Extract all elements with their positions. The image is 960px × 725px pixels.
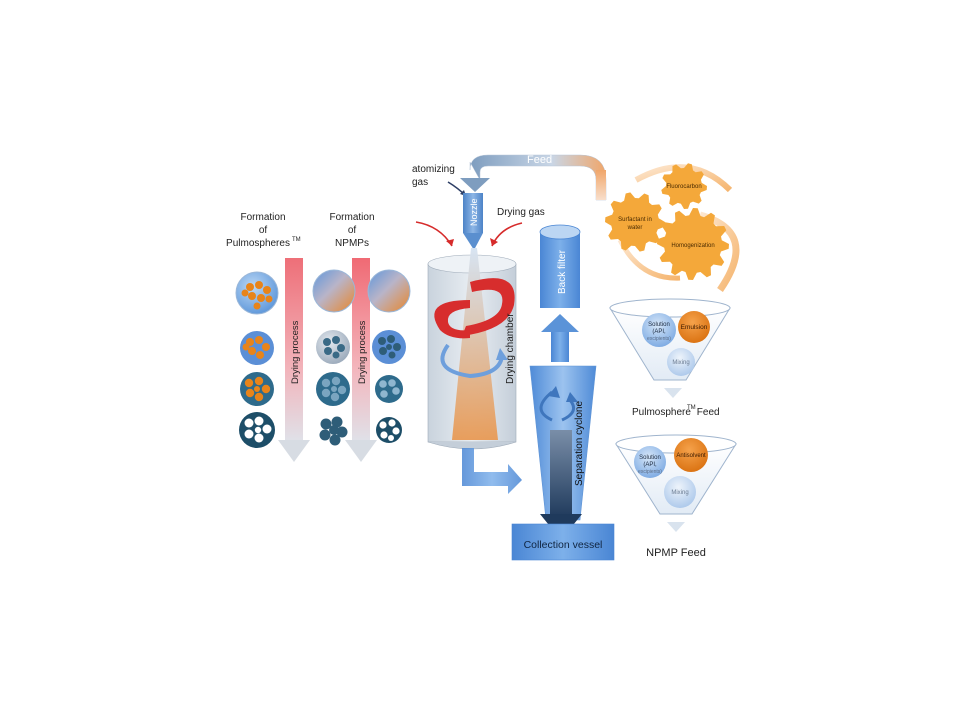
- pulmo-particle-4: [239, 412, 275, 448]
- gear1-shape: [661, 163, 707, 209]
- gears-group: Fluorocarbon Surfactant in water Homogen…: [605, 163, 740, 292]
- npmp-b-particle-3: [375, 375, 403, 403]
- pulmo-formation-line3: Pulmospheres: [226, 238, 290, 249]
- funnel1-solution-2: (API,: [652, 329, 666, 335]
- pulmo-particle-2: [240, 331, 274, 365]
- formation-npmps-label: Formation of NPMPs: [329, 212, 374, 249]
- pulmo-particle-1: [235, 271, 279, 315]
- funnel2-mixing-bubble: [664, 476, 696, 508]
- nozzle: Nozzle: [463, 193, 483, 250]
- bag-filter: Back filter: [539, 224, 581, 308]
- funnel1-solution-bubble: [642, 313, 676, 347]
- separation-cyclone: Separation cyclone: [529, 365, 597, 540]
- gear-homogenization: [657, 208, 729, 280]
- drying-gas-label: Drying gas: [497, 207, 545, 218]
- npmp-a-particle-2: [316, 330, 350, 364]
- feed-line: Feed: [460, 154, 607, 201]
- funnel1-emulsion-bubble: [678, 311, 710, 343]
- formation-pulmospheres-label: Formation of Pulmospheres TM: [226, 212, 301, 249]
- npmp-particles-b: [367, 269, 411, 443]
- gear3-shape: [657, 208, 729, 280]
- funnel2-mixing: Mixing: [671, 490, 688, 496]
- gear2-shape: [605, 192, 665, 252]
- funnel2-solution-bubble: [634, 446, 666, 478]
- atomizing-gas-label-2: gas: [412, 177, 428, 188]
- funnel1-caption-suffix: Feed: [694, 407, 720, 418]
- pulmosphere-particles: [235, 271, 279, 448]
- drying-process-arrow-2: Drying process: [345, 258, 377, 462]
- gear2-label-1: Surfactant in: [618, 217, 652, 223]
- funnel-npmp: Solution (API, excipients) Antisolvent M…: [615, 434, 737, 559]
- filter-up-arrow: [541, 314, 579, 362]
- funnel1-solution-3: excipients): [647, 336, 671, 342]
- npmp-formation-line1: Formation: [329, 212, 374, 223]
- drying-chamber: Drying chamber: [427, 248, 517, 450]
- separation-cyclone-label: Separation cyclone: [574, 401, 585, 486]
- npmp-formation-line3: NPMPs: [335, 238, 369, 249]
- pulmo-particle-3: [240, 372, 274, 406]
- nozzle-label: Nozzle: [469, 198, 479, 226]
- npmp-a-particle-4: [319, 416, 348, 446]
- funnel2-solution-1: Solution: [639, 455, 661, 461]
- gear-fluorocarbon: [661, 163, 707, 209]
- drying-gas: Drying gas: [415, 207, 545, 247]
- drying-process-label-2: Drying process: [357, 320, 368, 384]
- funnel2-antisolvent: Antisolvent: [676, 453, 706, 459]
- npmp-a-particle-1: [312, 269, 356, 313]
- funnel1-mixing: Mixing: [672, 360, 689, 366]
- npmp-b-particle-1: [367, 269, 411, 313]
- drying-process-arrow-1: Drying process: [278, 258, 310, 462]
- drying-process-label-1: Drying process: [290, 320, 301, 384]
- drying-chamber-label: Drying chamber: [505, 313, 516, 384]
- funnel1-caption-tm: TM: [687, 405, 696, 411]
- pulmo-formation-line1: Formation: [240, 212, 285, 223]
- collection-vessel-label: Collection vessel: [524, 539, 603, 551]
- pulmo-formation-tm: TM: [292, 237, 301, 243]
- gear1-label: Fluorocarbon: [666, 184, 701, 190]
- gear2-label-2: water: [627, 225, 643, 231]
- funnel1-solution-1: Solution: [648, 322, 670, 328]
- npmp-a-particle-3: [316, 372, 350, 406]
- bag-filter-label: Back filter: [557, 249, 568, 294]
- npmp-b-particle-4: [376, 417, 402, 443]
- funnel1-emulsion: Emulsion: [681, 324, 708, 331]
- funnel2-solution-2: (API,: [643, 462, 657, 468]
- atomizing-gas-label-1: atomizing: [412, 164, 455, 175]
- npmp-b-particle-2: [372, 330, 406, 364]
- gear-surfactant: [605, 192, 665, 252]
- npmp-formation-line2: of: [348, 225, 357, 236]
- atomizing-gas: atomizing gas: [412, 164, 467, 197]
- funnel2-caption: NPMP Feed: [646, 547, 706, 559]
- funnel2-solution-3: excipients): [638, 469, 662, 475]
- npmp-particles-a: [312, 269, 356, 446]
- chamber-outlet-arrow: [462, 448, 522, 494]
- funnel2-antisolvent-bubble: [674, 438, 708, 472]
- pulmo-formation-line2: of: [259, 225, 268, 236]
- funnel1-mixing-bubble: [667, 348, 695, 376]
- funnel-pulmosphere: Solution (API, excipients) Emulsion Mixi…: [609, 298, 731, 418]
- gear3-label: Homogenization: [671, 243, 714, 249]
- funnel1-caption: Pulmosphere: [632, 407, 691, 418]
- feed-label: Feed: [527, 154, 552, 166]
- collection-vessel: Collection vessel: [511, 523, 615, 561]
